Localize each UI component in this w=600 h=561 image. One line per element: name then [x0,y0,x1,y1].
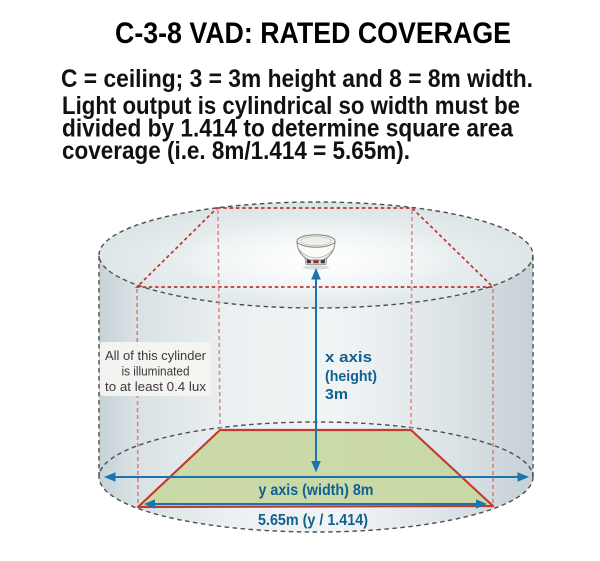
paragraph-line-1: Light output is cylindrical so width mus… [62,92,520,120]
coverage-edge-back-right [410,209,413,429]
ceiling-coverage-square [134,207,496,288]
x-axis-label-line-3: 3m [325,386,348,403]
x-axis-arrow [311,268,321,473]
paragraph-line-2: divided by 1.414 to determine square are… [62,115,514,143]
illumination-note: All of this cylinder is illuminated to a… [100,342,211,396]
coverage-edge-back-left [217,209,221,429]
x-axis-label-line-2: (height) [325,368,377,385]
page-title: C-3-8 VAD: RATED COVERAGE [115,17,511,50]
width-arrow [144,499,487,509]
diagonal-width-label: 5.65m (y / 1.414) [258,512,368,529]
y-axis-arrow [104,472,529,482]
paragraph-line-3: coverage (i.e. 8m/1.414 = 5.65m). [62,137,410,165]
subtitle: C = ceiling; 3 = 3m height and 8 = 8m wi… [61,65,533,93]
vad-device-icon [296,234,336,270]
y-axis-label: y axis (width) 8m [259,482,374,499]
illumination-note-box [100,342,211,396]
coverage-edge-front-left [136,288,139,506]
x-axis-label-line-1: x axis [325,349,372,366]
illumination-note-line-1: All of this cylinder [105,348,207,363]
illumination-note-line-2: is illuminated [122,364,190,379]
illumination-note-line-3: to at least 0.4 lux [105,379,207,394]
